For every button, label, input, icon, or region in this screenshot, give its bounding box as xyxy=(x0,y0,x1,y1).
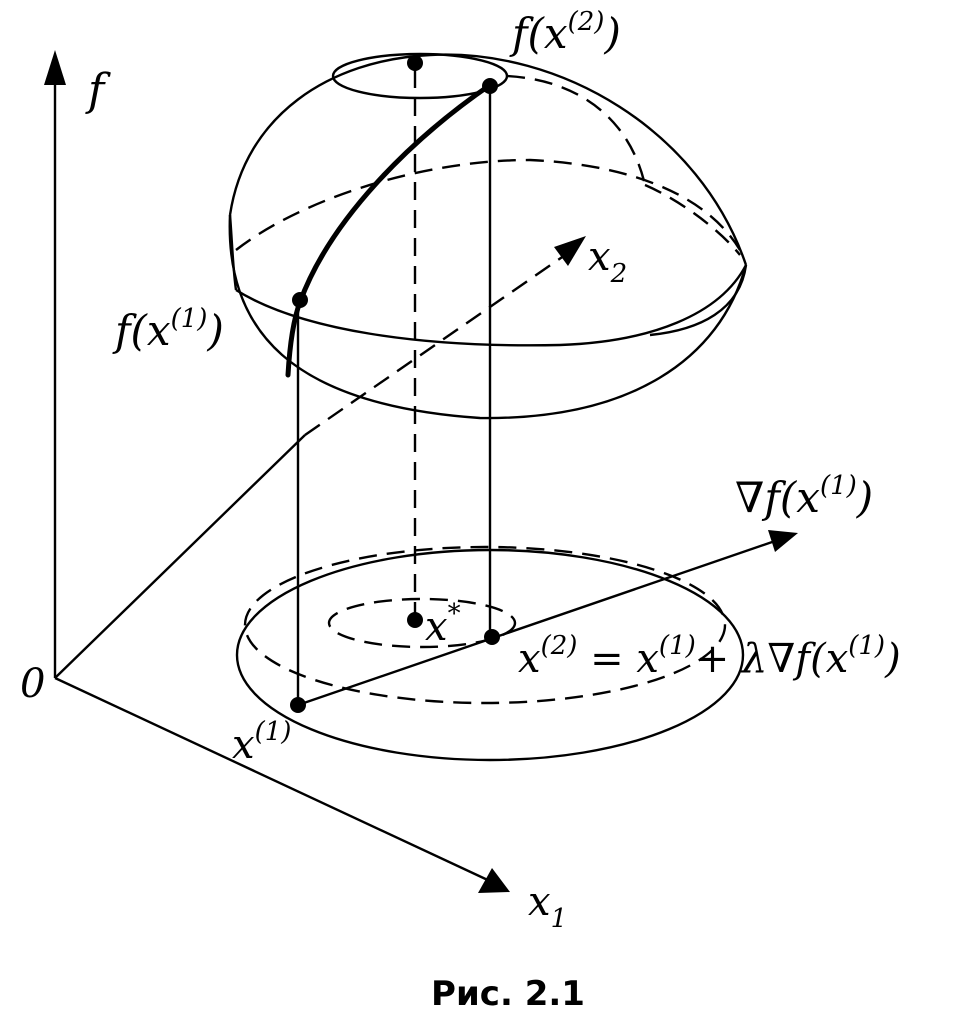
label-axis-x1: x1 xyxy=(528,879,567,934)
outer-contour-front xyxy=(235,654,745,762)
ascent-path-curve xyxy=(285,82,493,378)
point-f-x2 xyxy=(482,78,498,94)
label-f-x1: f(x(1)) xyxy=(112,304,224,355)
point-f-x1 xyxy=(292,292,308,308)
surface-back-right-dash xyxy=(644,183,741,256)
gradient-arrowhead xyxy=(768,530,798,552)
x2-axis-arrowhead xyxy=(554,236,586,266)
surface-meridian-back xyxy=(506,74,647,186)
gradient-direction-line xyxy=(297,538,779,707)
label-update-formula: x(2) = x(1)+ λ∇f(x(1)) xyxy=(518,631,901,682)
label-gradient: ∇f(x(1)) xyxy=(735,471,873,522)
surface-equator-back xyxy=(235,158,742,251)
label-f-x2: f(x(2)) xyxy=(509,7,621,58)
x2-axis-solid xyxy=(54,434,306,679)
point-x-star xyxy=(407,612,423,628)
point-x2 xyxy=(484,629,500,645)
label-origin: 0 xyxy=(20,661,45,707)
surface-bottom-rim-front xyxy=(228,214,748,420)
x1-axis xyxy=(54,676,493,884)
x1-axis-arrowhead xyxy=(478,868,510,893)
label-axis-x2: x2 xyxy=(588,234,627,289)
label-x1: x(1) xyxy=(232,717,291,768)
point-x1 xyxy=(290,697,306,713)
f-axis-arrowhead xyxy=(44,50,66,85)
surface-left-edge xyxy=(228,214,238,291)
label-x-star: x* xyxy=(425,599,461,650)
inner-contour-ellipse xyxy=(327,597,517,649)
point-f-top xyxy=(407,55,423,71)
x2-axis-dashed xyxy=(304,252,569,436)
figure-caption: Рис. 2.1 xyxy=(431,974,585,1014)
middle-contour-ellipse xyxy=(243,545,727,705)
label-axis-f: f xyxy=(85,65,111,116)
surface-equator-front xyxy=(235,264,748,347)
